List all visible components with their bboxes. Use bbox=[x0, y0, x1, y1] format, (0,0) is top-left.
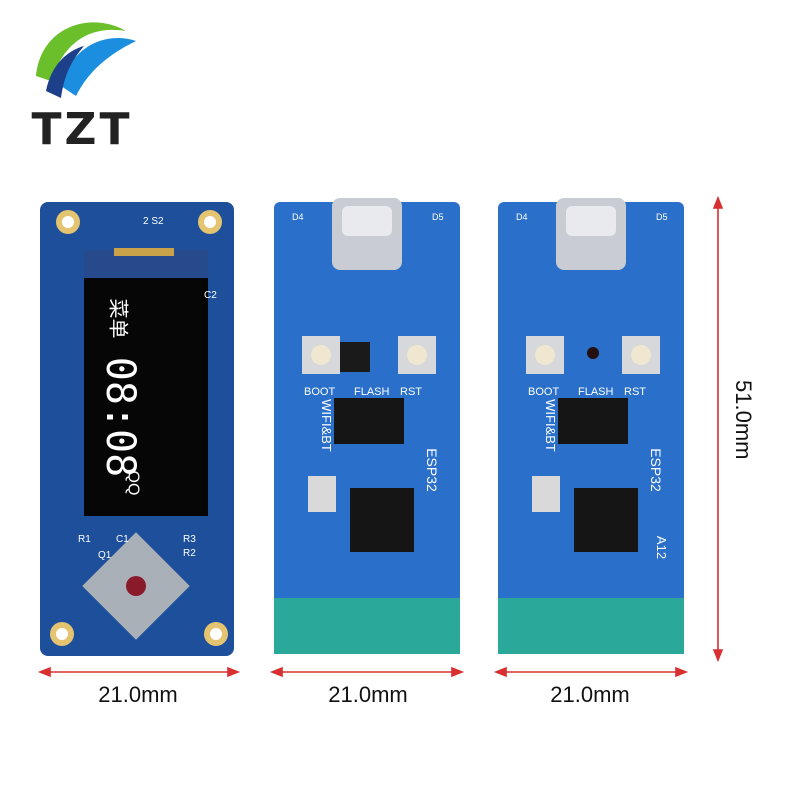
silk-r2: R2 bbox=[183, 548, 196, 559]
silk-top: 2 S2 bbox=[143, 216, 164, 227]
silk-q1: Q1 bbox=[98, 550, 112, 561]
width-label-1: 21.0mm bbox=[98, 682, 178, 707]
boot-label: BOOT bbox=[304, 386, 336, 398]
rst-label: RST bbox=[400, 386, 422, 398]
logo-text: TZT bbox=[31, 104, 133, 155]
silk-d5: D5 bbox=[432, 212, 444, 222]
height-label: 51.0mm bbox=[731, 380, 756, 460]
silk-c2: C2 bbox=[204, 290, 217, 301]
silk-d5: D5 bbox=[656, 212, 668, 222]
oled-board: 2 S2 C2 R1 Q1 C1 R3 R2 菜单 08:08 QQ bbox=[38, 198, 238, 660]
silk-d4: D4 bbox=[292, 212, 304, 222]
silk-r3: R3 bbox=[183, 534, 196, 545]
silk-c1: C1 bbox=[116, 534, 129, 545]
width-label-3: 21.0mm bbox=[550, 682, 630, 707]
width-label-2: 21.0mm bbox=[328, 682, 408, 707]
logo-mark-icon bbox=[36, 22, 136, 98]
flash-label: FLASH bbox=[354, 386, 390, 398]
esp32-board-1: BOOT FLASH RST WIFI&BT ESP32 D4 D5 bbox=[272, 198, 462, 660]
boot-label: BOOT bbox=[528, 386, 560, 398]
silk-d4: D4 bbox=[516, 212, 528, 222]
brand-logo: TZT bbox=[6, 6, 156, 156]
flash-label: FLASH bbox=[578, 386, 614, 398]
esp32-board-2: BOOT FLASH RST WIFI&BT ESP32 A12 D4 D5 bbox=[496, 198, 686, 660]
rst-label: RST bbox=[624, 386, 646, 398]
silk-r1: R1 bbox=[78, 534, 91, 545]
